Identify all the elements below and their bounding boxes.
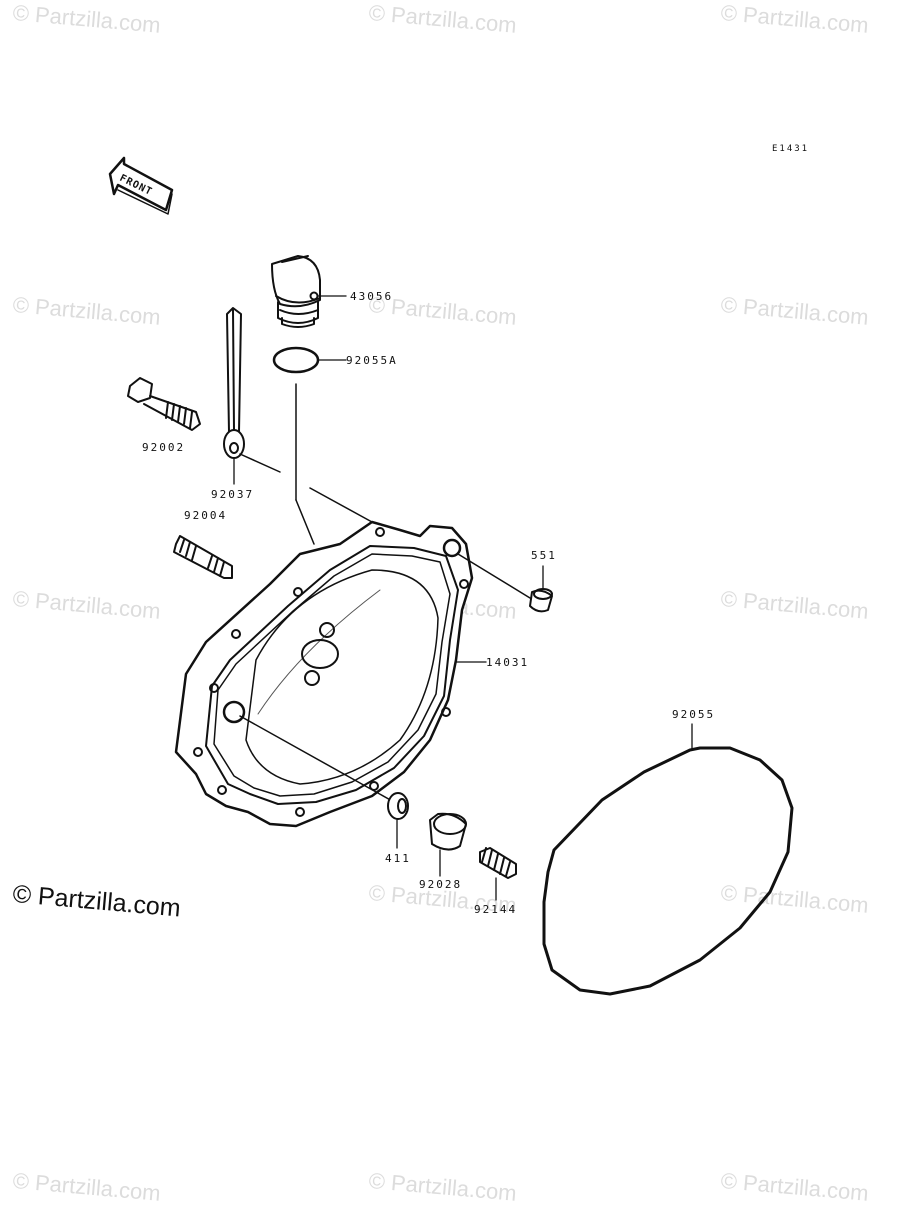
part-label-43056[interactable]: 43056 bbox=[350, 290, 394, 303]
collar-icon bbox=[429, 812, 467, 877]
part-label-14031[interactable]: 14031 bbox=[486, 656, 530, 669]
stud-icon bbox=[173, 535, 233, 579]
dowel-pin-icon bbox=[529, 565, 553, 613]
part-label-92002[interactable]: 92002 bbox=[142, 441, 186, 454]
bolt-icon bbox=[127, 377, 201, 431]
diagram-code: E1431 bbox=[772, 144, 810, 154]
o-ring-small-icon bbox=[272, 346, 347, 545]
dipstick-icon bbox=[223, 307, 373, 523]
part-label-92028[interactable]: 92028 bbox=[419, 878, 463, 891]
part-label-92055a[interactable]: 92055A bbox=[346, 354, 398, 367]
part-label-92004[interactable]: 92004 bbox=[184, 509, 228, 522]
clutch-cover-icon bbox=[174, 520, 531, 828]
front-arrow-icon: FRONT bbox=[108, 156, 174, 215]
part-label-92144[interactable]: 92144 bbox=[474, 903, 518, 916]
part-label-92037[interactable]: 92037 bbox=[211, 488, 255, 501]
gasket-icon bbox=[542, 723, 794, 996]
oil-filler-cap-icon bbox=[271, 255, 347, 328]
spring-icon bbox=[479, 847, 517, 901]
part-label-92055[interactable]: 92055 bbox=[672, 708, 716, 721]
washer-icon bbox=[387, 792, 409, 849]
part-label-551[interactable]: 551 bbox=[531, 549, 557, 562]
part-label-411[interactable]: 411 bbox=[385, 852, 411, 865]
